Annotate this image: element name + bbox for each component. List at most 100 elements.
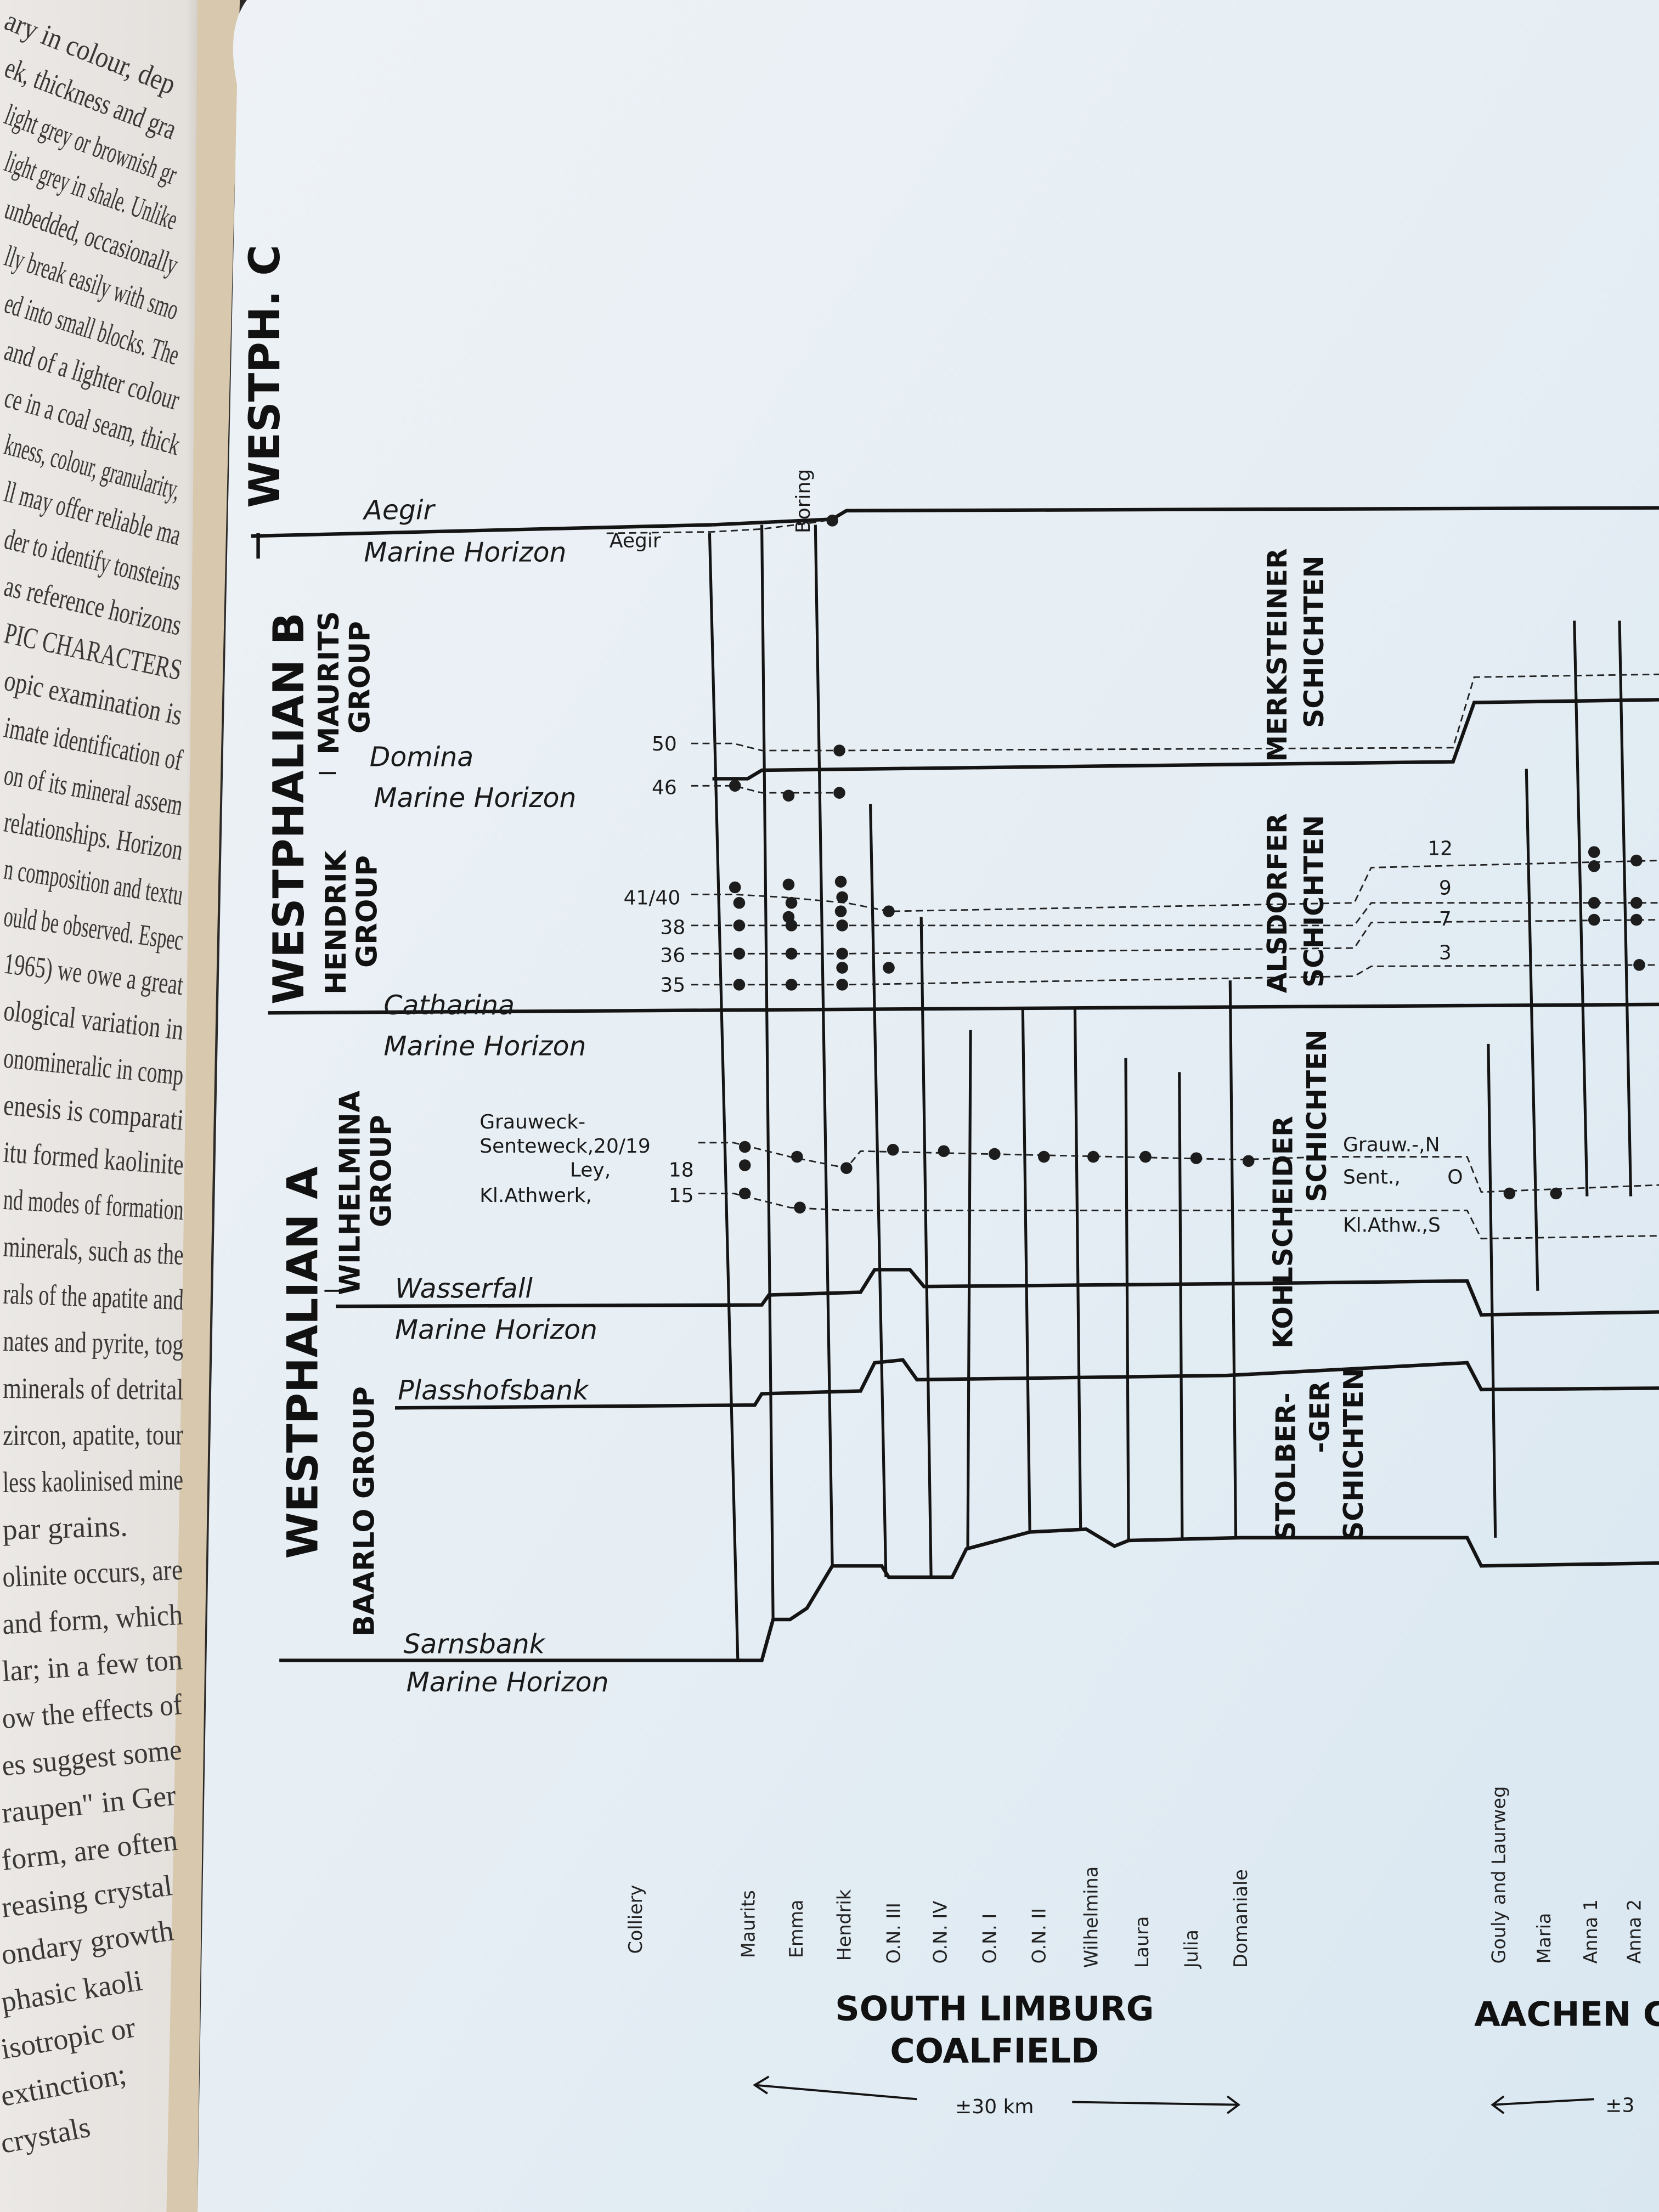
seam-ley-number: 18 xyxy=(669,1159,694,1182)
left-page-text-line: nates and pyrite, tog xyxy=(3,1324,184,1361)
aachen-seam-sent: Sent., xyxy=(1343,1166,1401,1188)
colliery-label: O.N. II xyxy=(1028,1908,1049,1963)
seam-marker-dot xyxy=(989,1148,1001,1160)
unit-merksteiner-2: SCHICHTEN xyxy=(1299,555,1330,727)
seam-marker-dot xyxy=(733,947,746,960)
seam-marker-dot xyxy=(738,1159,751,1171)
seam-marker-dot xyxy=(1087,1150,1099,1163)
horizon-aegir: Aegir xyxy=(362,494,436,526)
colliery-label: Gouly and Laurweg xyxy=(1488,1786,1510,1964)
colliery-header: Colliery xyxy=(625,1885,646,1954)
group-wilhelmina-2: GROUP xyxy=(365,1115,398,1227)
left-page-text-line: rals of the apatite and xyxy=(3,1277,184,1316)
seam-35: 35 xyxy=(660,974,685,997)
seam-marker-dot xyxy=(883,905,895,917)
seam-marker-dot xyxy=(836,891,848,904)
unit-stolberger-2: -GER xyxy=(1304,1381,1335,1453)
seam-aegir: Aegir xyxy=(610,530,661,552)
colliery-label: Laura xyxy=(1131,1916,1153,1968)
stage-westphalian-a: WESTPHALIAN A xyxy=(279,1166,328,1559)
seam-marker-dot xyxy=(738,1187,751,1200)
seam-marker-dot xyxy=(1503,1187,1516,1200)
seam-marker-dot xyxy=(794,1201,806,1214)
seam-marker-dot xyxy=(1588,846,1600,858)
seam-marker-dot xyxy=(1038,1150,1050,1163)
colliery-label: Anna 2 xyxy=(1624,1899,1645,1964)
unit-alsdorfer-2: SCHICHTEN xyxy=(1299,815,1330,988)
page-gutter xyxy=(166,0,240,2212)
colliery-label: O.N. I xyxy=(979,1914,1000,1964)
south-limburg-title: SOUTH LIMBURG xyxy=(835,1989,1154,2028)
horizon-sarnsbank-marine: Marine Horizon xyxy=(407,1667,609,1698)
aachen-seam-athw: Kl.Athw.,S xyxy=(1343,1214,1441,1237)
group-hendrik: HENDRIK xyxy=(320,849,353,995)
seam-marker-dot xyxy=(1588,896,1600,909)
seam-marker-dot xyxy=(938,1145,950,1158)
seam-athwerk: Kl.Athwerk, xyxy=(479,1184,592,1207)
seam-marker-dot xyxy=(826,515,838,527)
left-page-text-line: minerals of detrital xyxy=(3,1372,184,1406)
seam-markers xyxy=(729,515,1645,1214)
horizon-domina: Domina xyxy=(370,741,474,772)
stage-westphalian-b: WESTPHALIAN B xyxy=(264,612,314,1004)
colliery-label: Domaniale xyxy=(1230,1869,1251,1968)
unit-kohlscheider-2: SCHICHTEN xyxy=(1301,1029,1333,1201)
seam-marker-dot xyxy=(887,1143,899,1156)
group-hendrik-2: GROUP xyxy=(351,855,384,968)
seam-marker-dot xyxy=(738,1141,751,1153)
colliery-label: Maria xyxy=(1533,1913,1555,1964)
aachen-title: AACHEN C xyxy=(1474,1995,1659,2034)
aachen-scale: ±3 xyxy=(1605,2094,1634,2117)
seam-marker-dot xyxy=(836,947,848,960)
group-baarlo: BAARLO GROUP xyxy=(348,1386,381,1637)
horizon-catharina: Catharina xyxy=(383,990,515,1021)
seam-marker-dot xyxy=(733,979,746,991)
colliery-label: Emma xyxy=(786,1899,807,1958)
seam-46: 46 xyxy=(652,777,677,799)
seam-marker-dot xyxy=(1550,1187,1562,1200)
left-page-text-line: olinite occurs, are xyxy=(2,1553,183,1594)
south-limburg-scale: ±30 km xyxy=(955,2096,1034,2118)
unit-stolberger: STOLBER- xyxy=(1271,1392,1302,1541)
aachen-seam-7: 7 xyxy=(1439,908,1452,930)
left-page-text-line: less kaolinised mine xyxy=(2,1463,183,1499)
left-page-text-line: par grains. xyxy=(2,1509,128,1546)
left-page xyxy=(0,0,219,2212)
stage-westph-c: WESTPH. C xyxy=(240,245,290,508)
seam-athwerk-number: 15 xyxy=(669,1184,694,1207)
seam-marker-dot xyxy=(883,962,895,974)
seam-marker-dot xyxy=(785,979,798,991)
seam-36: 36 xyxy=(660,945,685,967)
seam-senteweck: Senteweck,20/19 xyxy=(479,1135,651,1158)
seam-marker-dot xyxy=(729,881,741,894)
unit-alsdorfer: ALSDORFER xyxy=(1262,813,1293,993)
unit-stolberger-3: SCHICHTEN xyxy=(1338,1368,1369,1541)
horizon-wasserfall: Wasserfall xyxy=(395,1273,533,1305)
seam-marker-dot xyxy=(785,896,798,909)
aachen-seam-12: 12 xyxy=(1427,837,1453,860)
seam-marker-dot xyxy=(1190,1152,1203,1164)
seam-marker-dot xyxy=(1139,1150,1152,1163)
seam-marker-dot xyxy=(1588,860,1600,872)
boring-label: Boring xyxy=(792,469,815,533)
horizon-plasshofsbank: Plasshofsbank xyxy=(398,1375,589,1406)
seam-marker-dot xyxy=(782,789,795,802)
aachen-seam-9: 9 xyxy=(1439,877,1452,899)
seam-marker-dot xyxy=(1630,854,1643,867)
colliery-label: O.N. III xyxy=(883,1903,905,1963)
seam-marker-dot xyxy=(785,947,798,960)
left-page-text-line: zircon, apatite, tour xyxy=(3,1418,183,1452)
horizon-domina-marine: Marine Horizon xyxy=(374,782,576,814)
horizon-wasserfall-marine: Marine Horizon xyxy=(395,1314,597,1345)
seam-marker-dot xyxy=(791,1150,803,1163)
seam-marker-dot xyxy=(782,878,795,891)
unit-merksteiner: MERKSTEINER xyxy=(1262,548,1293,761)
seam-marker-dot xyxy=(733,896,746,909)
seam-marker-dot xyxy=(834,905,847,917)
seam-grauweck: Grauweck- xyxy=(479,1111,585,1133)
seam-38: 38 xyxy=(660,916,685,939)
aachen-seam-3: 3 xyxy=(1439,942,1452,964)
seam-marker-dot xyxy=(833,787,845,799)
colliery-label: Wilhelmina xyxy=(1081,1866,1102,1968)
